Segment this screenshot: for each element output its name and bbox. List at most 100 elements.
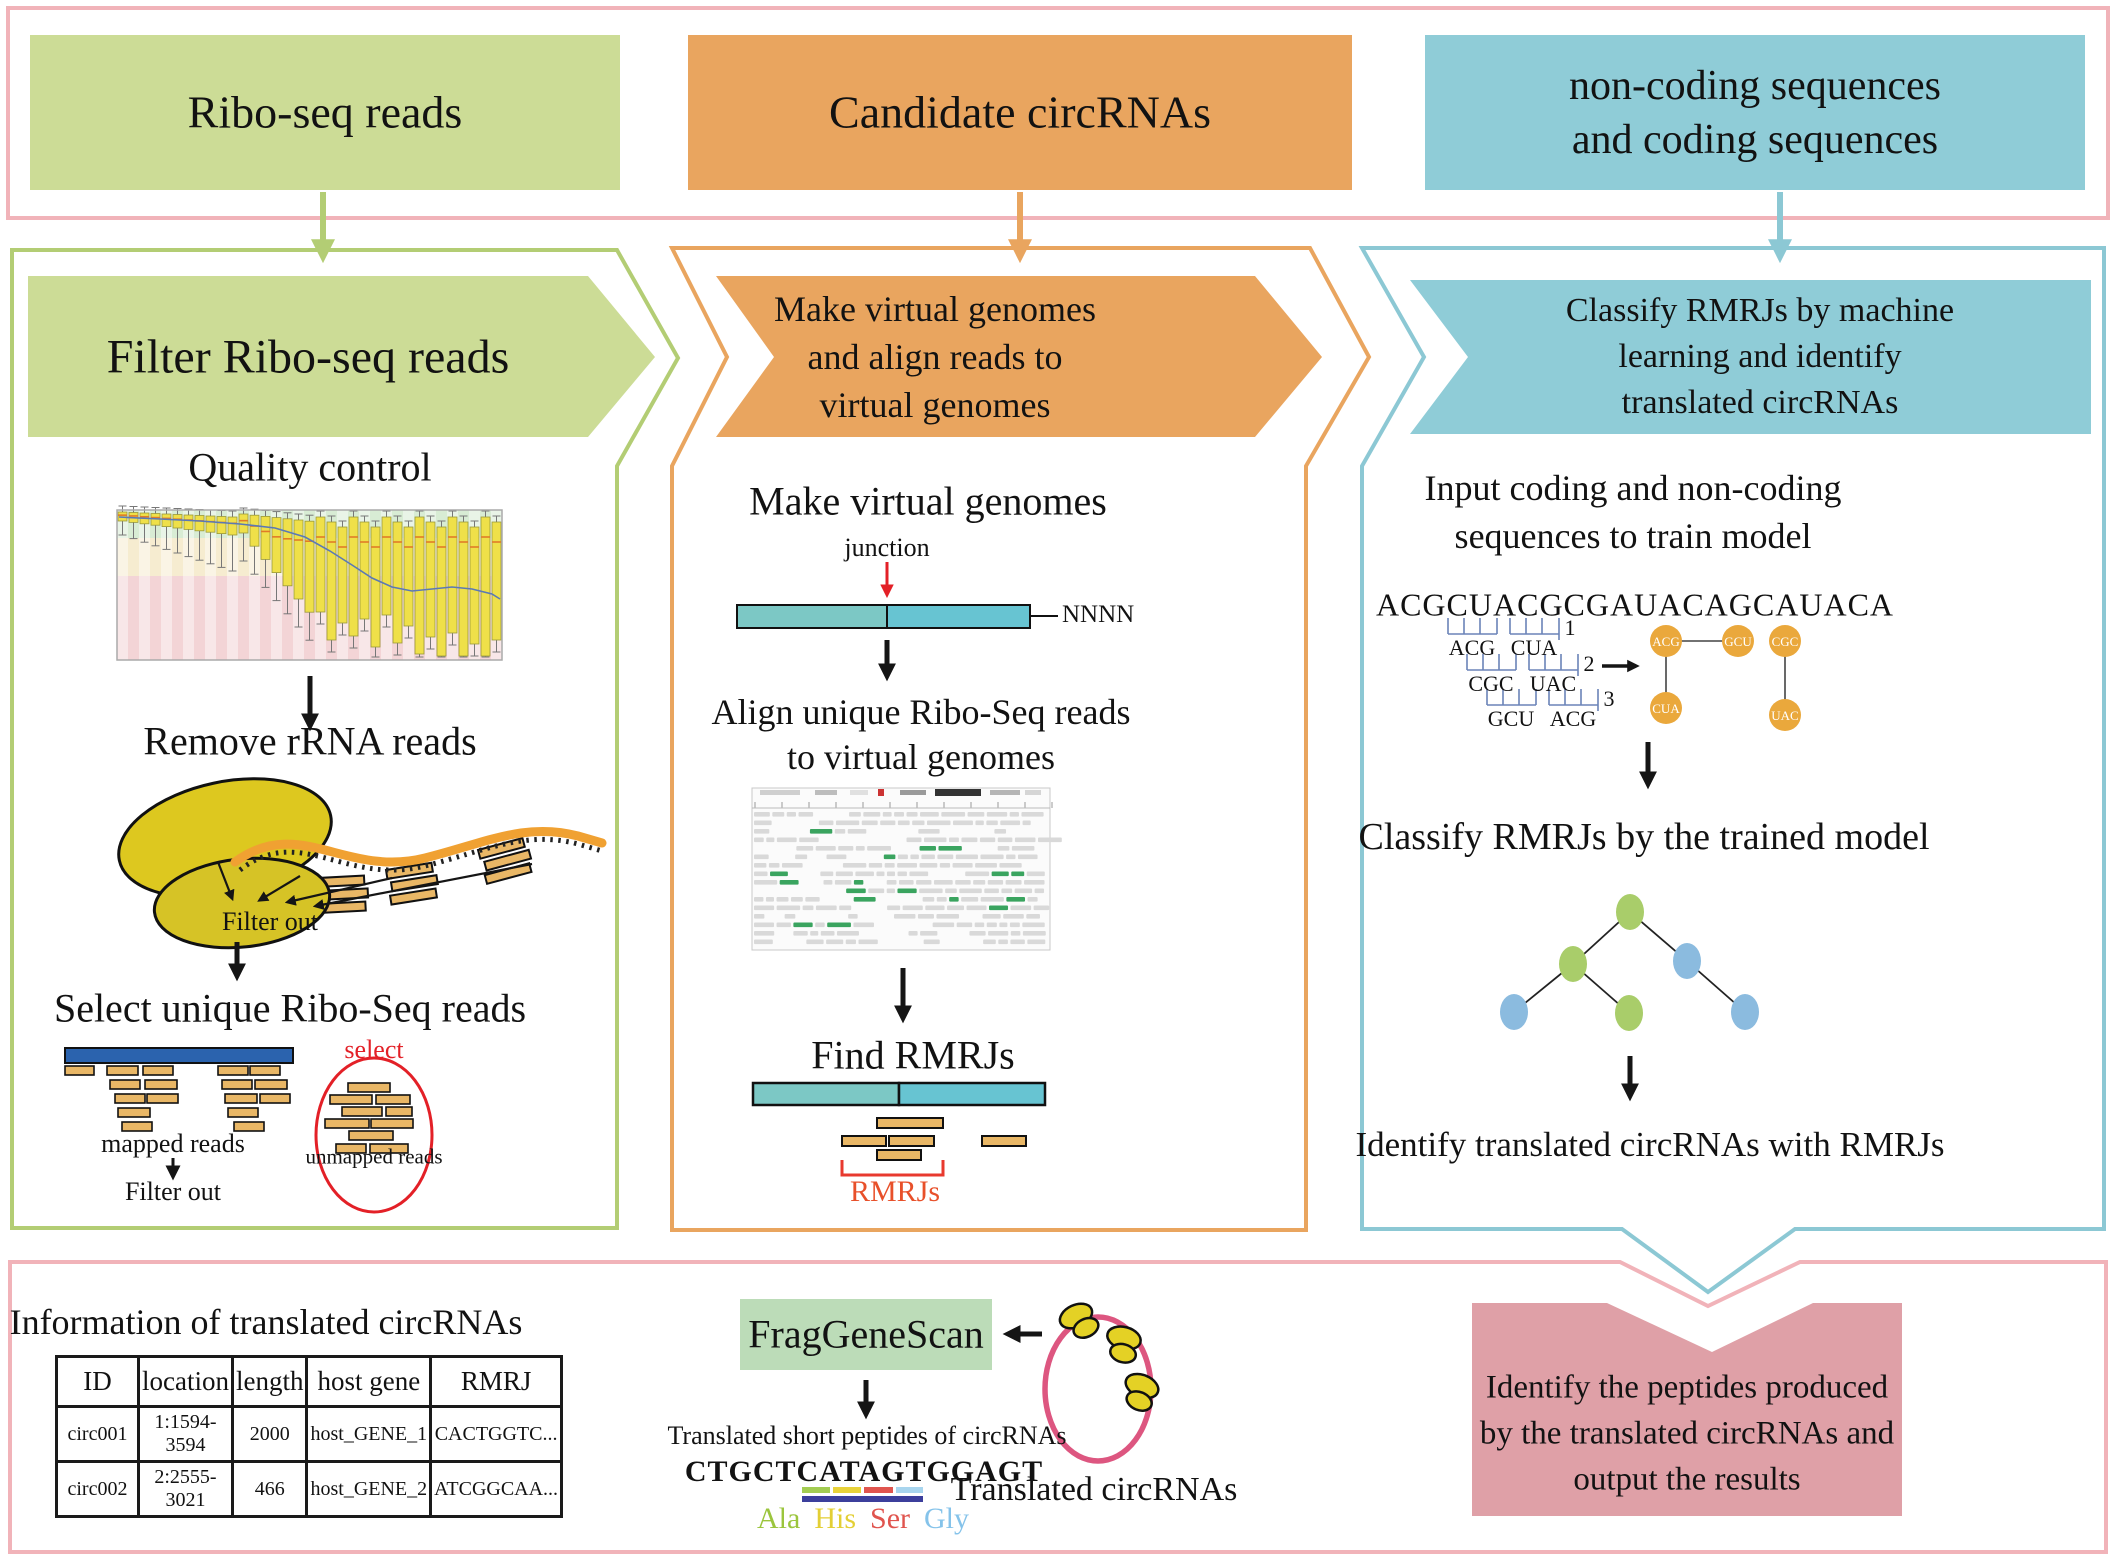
generated-illustrations: [64, 505, 1062, 1161]
frame-1: 1: [1564, 615, 1576, 640]
ribosome-illustration: [117, 777, 607, 950]
riboseq-reads-label: Ribo-seq reads: [187, 86, 463, 138]
kmer-1a: ACG: [1448, 635, 1496, 660]
tree-node-root: [1616, 894, 1644, 930]
fraggenescan-box: [740, 1299, 992, 1370]
col-length: length: [230, 1355, 309, 1408]
right-header-line1: Classify RMRJs by machine: [1565, 292, 1955, 329]
tree-node: [1615, 995, 1643, 1031]
tree-node: [1559, 946, 1587, 982]
middle-header-line3: virtual genomes: [819, 385, 1051, 425]
right-header-line2: learning and identify: [1618, 338, 1902, 375]
mapped-read-stacks: [64, 1065, 291, 1132]
classify-title: Classify RMRJs by the trained model: [1358, 816, 1930, 858]
rna-sequence: ACGCUACGCGAUACAGCAUACA: [1375, 586, 1895, 623]
mrna-strand: [230, 826, 607, 867]
unmapped-reads-label: unmapped reads: [305, 1144, 443, 1169]
peptide-color-bars: [802, 1487, 923, 1502]
aa-his: His: [814, 1502, 857, 1535]
left-header-label: Filter Ribo-seq reads: [106, 330, 510, 384]
mapped-reads-label: mapped reads: [101, 1129, 245, 1158]
peptide-dna-sequence: CTGCTCATAGTGGAGT: [684, 1455, 1044, 1488]
kmer-brackets: [1447, 618, 1599, 711]
output-box-line1: Identify the peptides produced: [1485, 1369, 1889, 1406]
node-cgc: [1769, 625, 1801, 657]
quality-control-title: Quality control: [188, 444, 432, 490]
node-cua-label: CUA: [1652, 701, 1680, 716]
frame-3: 3: [1603, 686, 1615, 711]
select-circle: [314, 1056, 434, 1214]
kmer-3b: ACG: [1549, 706, 1597, 731]
cell-rmrj: CACTGGTC...: [429, 1405, 564, 1463]
node-gcu-label: GCU: [1724, 634, 1752, 649]
translated-circrna-illustration: [1042, 1302, 1160, 1464]
aa-ser: Ser: [870, 1502, 911, 1535]
select-label: select: [344, 1035, 404, 1064]
col-id: ID: [55, 1355, 140, 1408]
find-rmrjs-title: Find RMRJs: [811, 1032, 1015, 1078]
tree-node: [1673, 943, 1701, 979]
cell-host-gene: host_GENE_1: [305, 1405, 433, 1463]
middle-header-arrow: [716, 276, 1322, 437]
mapped-filter-out-label: Filter out: [124, 1177, 222, 1206]
node-acg: [1650, 625, 1682, 657]
mrna-dashes: [238, 836, 603, 873]
cell-location: 1:1594-3594: [137, 1405, 234, 1463]
right-header-arrow: [1410, 280, 2091, 434]
left-header-arrow: [28, 276, 655, 437]
reference-bar: [64, 1047, 294, 1064]
info-title: Information of translated circRNAs: [9, 1302, 523, 1342]
junction-label: junction: [844, 533, 930, 562]
right-header-line3: translated circRNAs: [1621, 384, 1899, 421]
find-rmrj-bar: [751, 1081, 1047, 1107]
node-cgc-label: CGC: [1772, 634, 1799, 649]
make-virtual-genomes-title: Make virtual genomes: [749, 478, 1107, 524]
kmer-2b: UAC: [1529, 671, 1577, 696]
kmer-graph: ACG GCU CGC CUA UAC: [1650, 625, 1801, 731]
kmer-1b: CUA: [1510, 635, 1558, 660]
sequences-box: [1425, 35, 2085, 190]
cell-location: 2:2555-3021: [137, 1460, 234, 1518]
node-uac-label: UAC: [1771, 708, 1798, 723]
align-title-line1: Align unique Ribo-Seq reads: [711, 692, 1131, 732]
translated-circrnas-label: Translated circRNAs: [950, 1471, 1238, 1508]
circrna-info-table: ID location length host gene RMRJ circ00…: [55, 1355, 564, 1518]
candidate-circrnas-label: Candidate circRNAs: [829, 86, 1211, 138]
fraggenescan-label: FragGeneScan: [748, 1311, 984, 1357]
cell-host-gene: host_GENE_2: [305, 1460, 433, 1518]
table-row: circ001 1:1594-3594 2000 host_GENE_1 CAC…: [55, 1405, 564, 1463]
filter-out-label: Filter out: [221, 907, 319, 936]
rmrj-bracket: [840, 1160, 945, 1177]
remove-rrna-title: Remove rRNA reads: [143, 718, 477, 764]
kmer-3a: GCU: [1487, 706, 1535, 731]
candidate-circrnas-box: [688, 35, 1352, 190]
kmer-2a: CGC: [1468, 671, 1514, 696]
table-row: circ002 2:2555-3021 466 host_GENE_2 ATCG…: [55, 1460, 564, 1518]
riboseq-reads-box: [30, 35, 620, 190]
node-acg-label: ACG: [1652, 634, 1679, 649]
qc-boxplot-chart: [116, 505, 503, 661]
bottom-output-border: [8, 1260, 2108, 1554]
node-gcu: [1722, 625, 1754, 657]
rmrjs-label: RMRJs: [849, 1175, 941, 1208]
cell-id: circ002: [55, 1460, 140, 1518]
input-title-line1: Input coding and non-coding: [1424, 468, 1842, 508]
cell-id: circ001: [55, 1405, 140, 1463]
right-panel-border: [1358, 246, 2106, 1295]
sequences-label-line1: non-coding sequences: [1568, 63, 1942, 109]
left-panel-border: [10, 248, 681, 1230]
identify-title: Identify translated circRNAs with RMRJs: [1355, 1125, 1945, 1164]
nnnn-label: NNNN: [1062, 601, 1135, 628]
col-rmrj: RMRJ: [429, 1355, 564, 1408]
aa-gly: Gly: [924, 1502, 970, 1535]
middle-header-line2: and align reads to: [807, 337, 1063, 377]
igv-alignment-screenshot: [751, 787, 1062, 951]
input-title-line2: sequences to train model: [1454, 516, 1812, 556]
tree-node: [1500, 994, 1528, 1030]
virtual-genome-bar: [736, 604, 1058, 629]
align-title-line2: to virtual genomes: [787, 737, 1055, 777]
peptides-title: Translated short peptides of circRNAs: [667, 1421, 1067, 1450]
